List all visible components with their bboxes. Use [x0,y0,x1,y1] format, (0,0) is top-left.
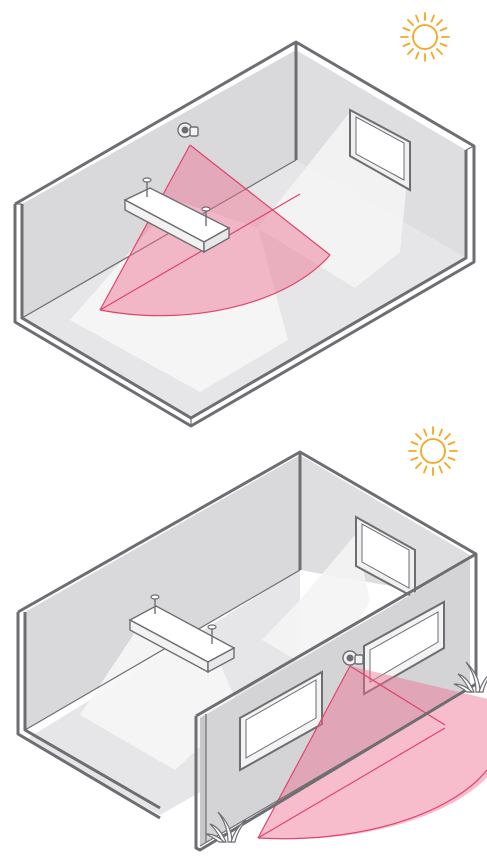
indoor-sensor-scene [15,13,474,426]
outdoor-sensor-scene [18,427,487,850]
sun-icon [401,13,449,61]
sun-icon-2 [409,427,457,475]
